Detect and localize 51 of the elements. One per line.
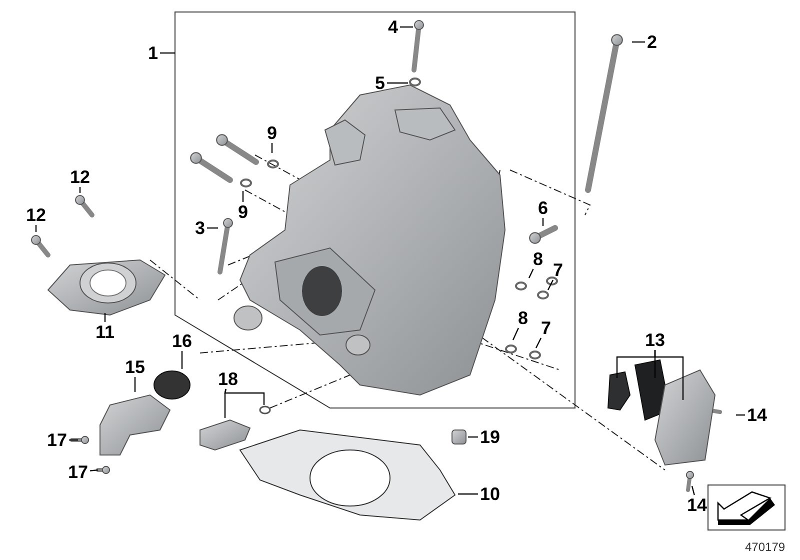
leader-line — [468, 436, 478, 438]
callout-number: 7 — [541, 319, 551, 337]
callout-number: 12 — [70, 168, 90, 186]
callout-number: 9 — [267, 124, 277, 142]
leader-line — [736, 414, 745, 416]
callout-number: 12 — [26, 206, 46, 224]
callout-number: 8 — [533, 250, 543, 268]
leader-line — [79, 187, 81, 193]
callout-number: 6 — [538, 199, 548, 217]
callout-number: 16 — [172, 332, 192, 350]
callout-number: 3 — [195, 219, 205, 237]
leader-line — [535, 338, 542, 348]
leader-line — [242, 191, 244, 202]
callout-number: 9 — [238, 203, 248, 221]
diagram-number: 470179 — [745, 540, 786, 554]
leader-line — [632, 41, 645, 43]
leader-line — [69, 439, 78, 441]
callout-number: 18 — [218, 370, 238, 388]
callout-number: 15 — [124, 358, 146, 376]
callout-number: 11 — [95, 323, 115, 341]
leader-line — [458, 493, 478, 495]
callout-number: 13 — [644, 331, 666, 349]
leader-line — [224, 388, 265, 405]
leader-line — [528, 268, 534, 278]
callout-number: 14 — [686, 496, 708, 514]
callout-number: 4 — [388, 18, 398, 36]
leader-line — [387, 82, 408, 84]
leader-line — [512, 328, 519, 340]
callout-number: 19 — [480, 428, 500, 446]
callout-number: 14 — [746, 406, 768, 424]
leader-line — [400, 26, 413, 28]
callout-number: 17 — [68, 463, 88, 481]
callout-number: 17 — [46, 431, 68, 449]
leader-line — [271, 143, 273, 153]
leader-line — [181, 351, 183, 369]
leader-line — [90, 469, 98, 472]
leader-line — [160, 52, 175, 54]
leader-line — [134, 377, 136, 392]
leader-line — [35, 225, 37, 232]
callout-number: 5 — [375, 74, 385, 92]
callout-number: 10 — [480, 485, 500, 503]
leader-line — [207, 227, 218, 229]
callout-number: 1 — [148, 44, 158, 62]
leader-line — [104, 313, 106, 322]
leader-line — [542, 218, 544, 226]
leader-line — [547, 280, 554, 290]
leader-line — [691, 486, 695, 496]
callout-number: 2 — [647, 33, 657, 51]
callout-number: 8 — [518, 309, 528, 327]
callout-number: 7 — [553, 261, 563, 279]
leader-line — [654, 350, 684, 400]
